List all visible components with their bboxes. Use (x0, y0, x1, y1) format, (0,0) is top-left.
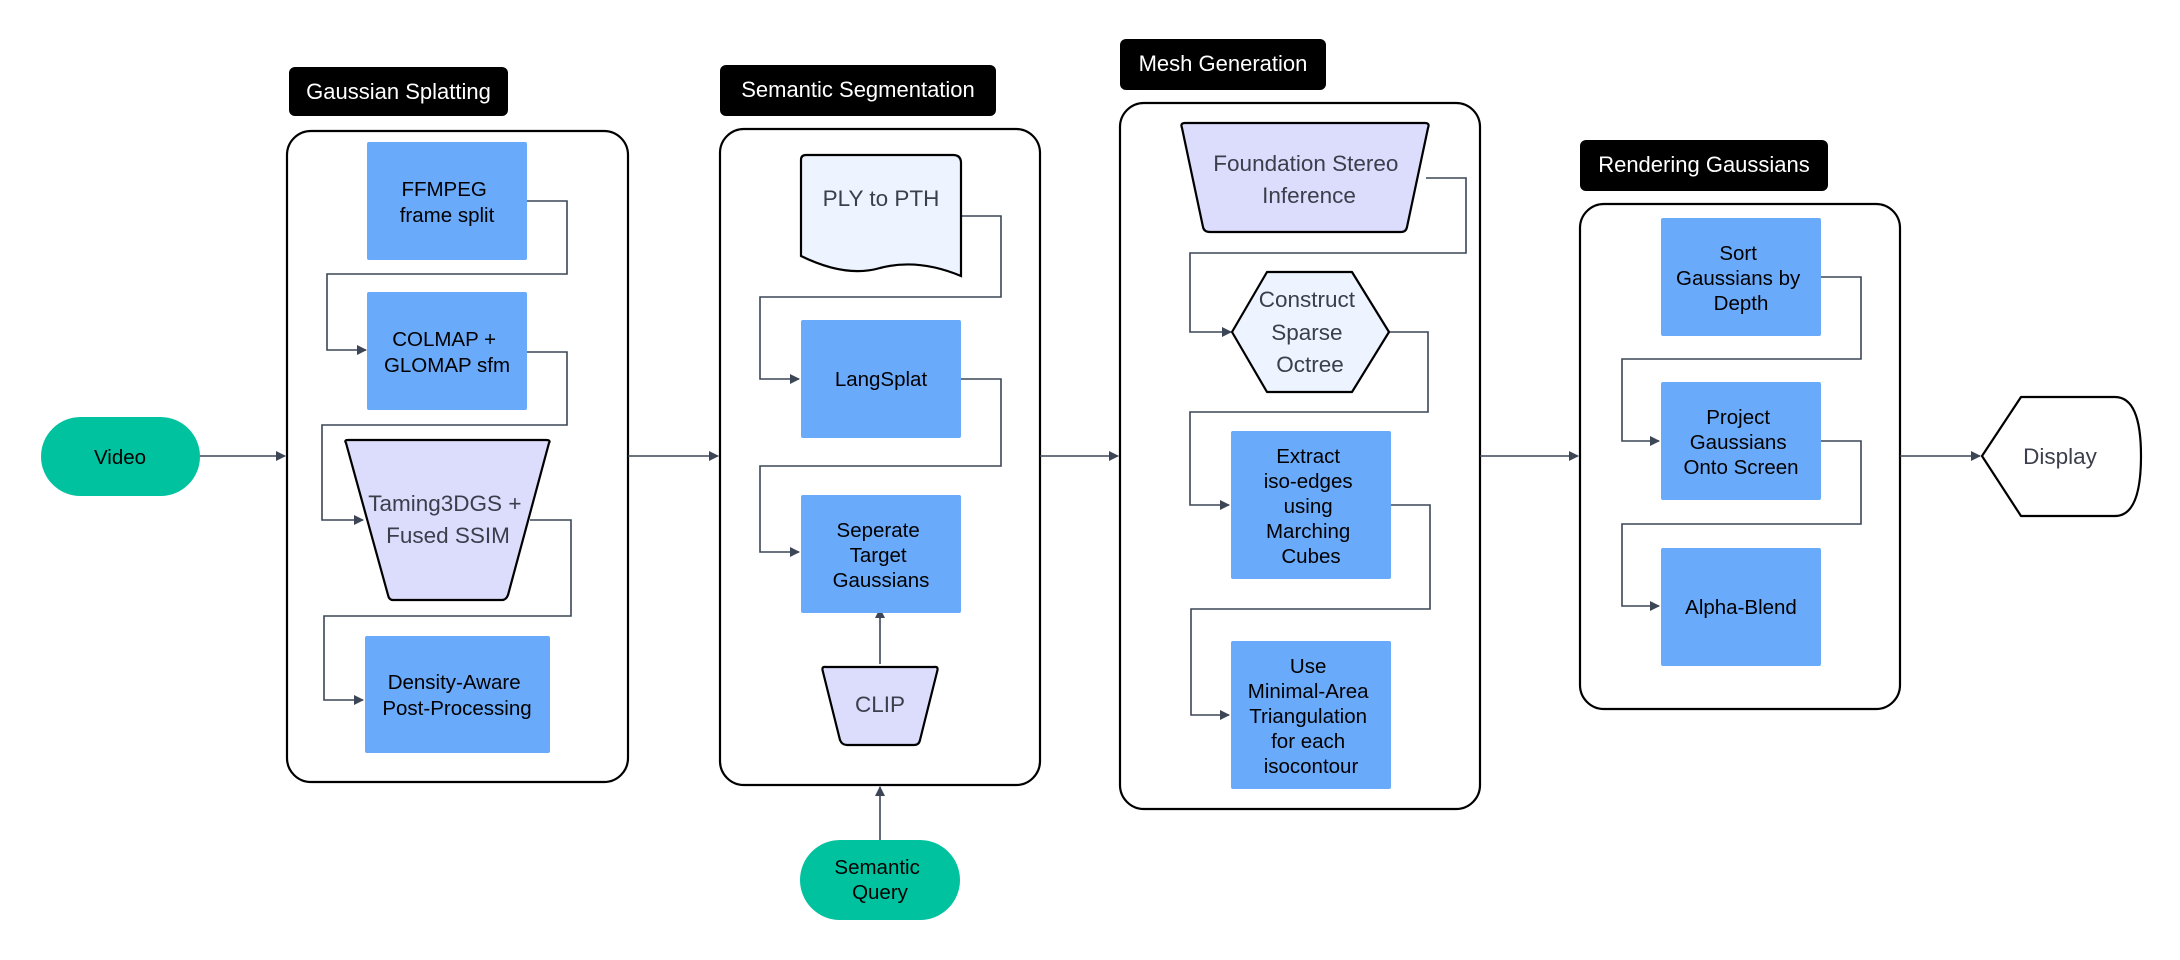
display-terminal: Display (1980, 395, 2143, 518)
sparse-octree-label: Construct Sparse Octree (1259, 287, 1362, 377)
sort-gaussians-label: Sort Gaussians by Depth (1676, 242, 1806, 315)
ffmpeg-label: FFMPEG frame split (400, 178, 495, 227)
separate-gaussians-label: Seperate Target Gaussians (833, 519, 930, 592)
langsplat-label: LangSplat (835, 368, 928, 391)
marching-cubes-node: Extract iso-edges using Marching Cubes (1231, 431, 1391, 579)
taming3dgs-label: Taming3DGS + Fused SSIM (368, 491, 527, 548)
semantic-segmentation-header: Semantic Segmentation (720, 65, 996, 116)
gaussian-splatting-title: Gaussian Splatting (306, 79, 491, 104)
display-label: Display (2023, 444, 2098, 469)
foundation-stereo-node: Foundation Stereo Inference (1180, 121, 1430, 234)
density-aware-node: Density-Aware Post-Processing (365, 636, 550, 753)
taming3dgs-node: Taming3DGS + Fused SSIM (344, 438, 551, 602)
density-aware-label: Density-Aware Post-Processing (382, 671, 531, 720)
colmap-node: COLMAP + GLOMAP sfm (367, 292, 527, 410)
semantic-query-label: Semantic Query (834, 856, 925, 904)
rendering-gaussians-header: Rendering Gaussians (1580, 140, 1828, 191)
alpha-blend-label: Alpha-Blend (1685, 596, 1797, 619)
triangulation-label: Use Minimal-Area Triangulation for each … (1248, 655, 1374, 778)
semantic-segmentation-title: Semantic Segmentation (741, 77, 975, 102)
project-gaussians-label: Project Gaussians Onto Screen (1683, 406, 1798, 479)
foundation-stereo-label: Foundation Stereo Inference (1213, 151, 1404, 208)
ply-to-pth-node: PLY to PTH (799, 153, 963, 278)
mesh-generation-title: Mesh Generation (1139, 51, 1308, 76)
video-label: Video (94, 446, 146, 469)
ply-to-pth-label: PLY to PTH (823, 186, 940, 211)
semantic-segmentation-panel (718, 127, 1042, 787)
colmap-label: COLMAP + GLOMAP sfm (384, 328, 510, 377)
sparse-octree-node: Construct Sparse Octree (1230, 270, 1391, 394)
sort-gaussians-node: Sort Gaussians by Depth (1661, 218, 1821, 336)
gaussian-splatting-header: Gaussian Splatting (289, 67, 508, 116)
clip-node: CLIP (821, 665, 939, 747)
ffmpeg-node: FFMPEG frame split (367, 142, 527, 260)
langsplat-node: LangSplat (801, 320, 961, 438)
marching-cubes-label: Extract iso-edges using Marching Cubes (1264, 445, 1359, 568)
semantic-query-terminal: Semantic Query (800, 840, 960, 920)
rendering-gaussians-title: Rendering Gaussians (1598, 152, 1810, 177)
alpha-blend-node: Alpha-Blend (1661, 548, 1821, 666)
clip-label: CLIP (855, 692, 905, 717)
triangulation-node: Use Minimal-Area Triangulation for each … (1231, 641, 1391, 789)
project-gaussians-node: Project Gaussians Onto Screen (1661, 382, 1821, 500)
mesh-generation-header: Mesh Generation (1120, 39, 1326, 90)
separate-gaussians-node: Seperate Target Gaussians (801, 495, 961, 613)
video-terminal: Video (41, 417, 200, 496)
connectors (200, 177, 1981, 840)
